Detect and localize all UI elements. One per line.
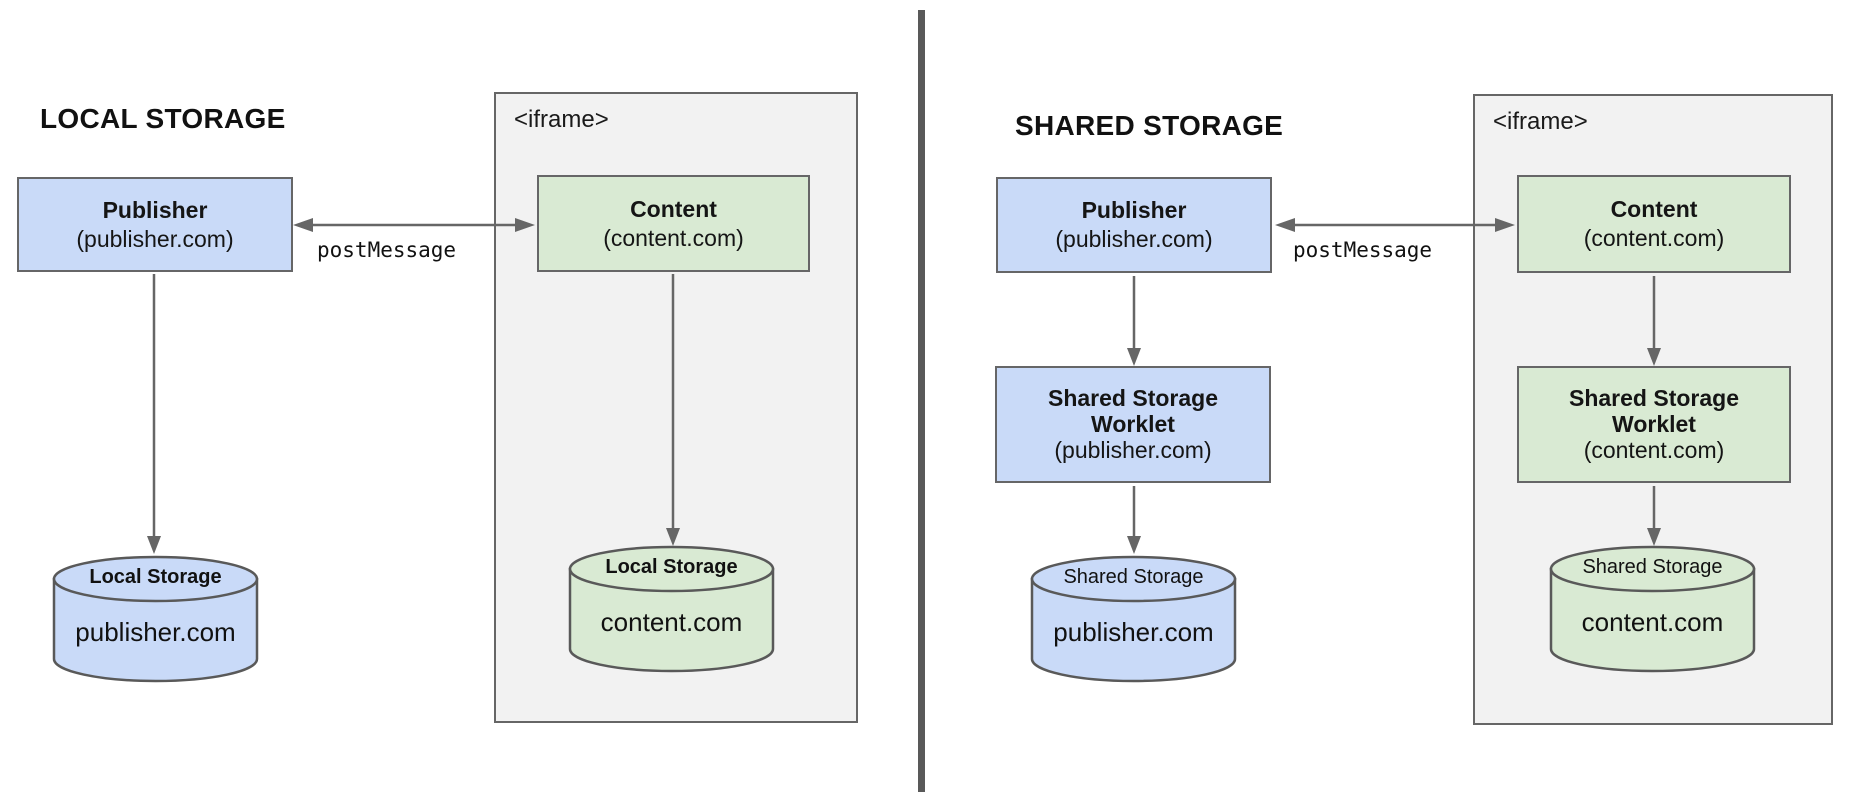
cylinder-label: Local Storage: [89, 566, 222, 588]
publisher-box-right-title: Publisher: [1081, 197, 1187, 223]
worklet-box-title-line1: Shared Storage: [1569, 385, 1739, 411]
iframe-label-left: <iframe>: [514, 106, 609, 133]
cylinder-label: Local Storage: [605, 556, 738, 578]
down-arrow-icon-right-worklet-content: [1642, 486, 1666, 546]
publisher-box-right-subtitle: (publisher.com): [1055, 226, 1213, 252]
down-arrow-icon-right-content: [1642, 276, 1666, 366]
down-arrow-icon-right-worklet-publisher: [1122, 486, 1146, 554]
content-box-left: Content (content.com): [537, 175, 810, 272]
cylinder-icon: [52, 555, 259, 683]
cylinder-domain: content.com: [1581, 607, 1724, 637]
shared-storage-worklet-box-content: Shared Storage Worklet (content.com): [1517, 366, 1791, 483]
shared-storage-cylinder-publisher: Shared Storage publisher.com: [1030, 555, 1237, 683]
local-storage-cylinder-content: Local Storage content.com: [568, 545, 775, 673]
down-arrow-icon-right-publisher: [1122, 276, 1146, 366]
cylinder-label: Shared Storage: [1582, 556, 1723, 578]
local-storage-cylinder-publisher: Local Storage publisher.com: [52, 555, 259, 683]
panel-divider: [918, 10, 925, 792]
down-arrow-icon-left-content: [661, 274, 685, 546]
content-box-left-title: Content: [630, 195, 717, 222]
cylinder-domain: content.com: [600, 607, 743, 637]
worklet-box-subtitle: (content.com): [1583, 437, 1725, 463]
postmessage-label-left: postMessage: [317, 238, 457, 262]
content-box-left-subtitle: (content.com): [603, 224, 744, 251]
cylinder-icon: [1549, 545, 1756, 673]
worklet-box-title-line2: Worklet: [1612, 411, 1696, 437]
publisher-box-left-subtitle: (publisher.com): [76, 225, 234, 252]
content-box-right: Content (content.com): [1517, 175, 1791, 273]
content-box-right-title: Content: [1610, 196, 1698, 222]
content-box-right-subtitle: (content.com): [1583, 225, 1725, 251]
postmessage-label-right: postMessage: [1293, 238, 1433, 262]
down-arrow-icon-left-publisher: [142, 274, 166, 554]
worklet-box-title-line2: Worklet: [1091, 411, 1175, 437]
worklet-box-subtitle: (publisher.com): [1054, 437, 1212, 463]
postmessage-double-arrow-icon-right: [1273, 213, 1517, 237]
cylinder-label: Shared Storage: [1063, 566, 1204, 588]
cylinder-icon: [1030, 555, 1237, 683]
shared-storage-title: SHARED STORAGE: [1015, 110, 1284, 141]
shared-storage-cylinder-content: Shared Storage content.com: [1549, 545, 1756, 673]
cylinder-icon: [568, 545, 775, 673]
cylinder-domain: publisher.com: [75, 617, 236, 647]
iframe-label-right: <iframe>: [1493, 108, 1588, 135]
worklet-box-title-line1: Shared Storage: [1048, 385, 1218, 411]
local-storage-title: LOCAL STORAGE: [40, 103, 286, 134]
shared-storage-worklet-box-publisher: Shared Storage Worklet (publisher.com): [995, 366, 1271, 483]
cylinder-domain: publisher.com: [1053, 617, 1214, 647]
publisher-box-right: Publisher (publisher.com): [996, 177, 1272, 273]
postmessage-double-arrow-icon-left: [291, 213, 537, 237]
publisher-box-left: Publisher (publisher.com): [17, 177, 293, 272]
publisher-box-left-title: Publisher: [102, 196, 208, 223]
